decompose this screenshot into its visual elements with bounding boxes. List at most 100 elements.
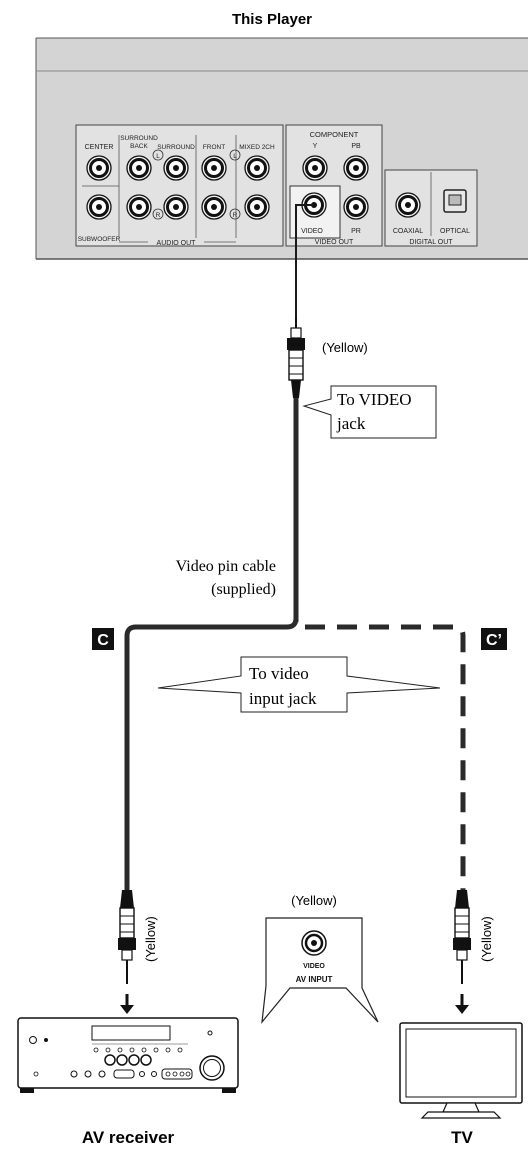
right-plug-icon-boot — [455, 890, 469, 908]
right-mark-1: R — [156, 212, 161, 219]
receiver-phones-jack — [33, 1071, 39, 1077]
receiver-foot-left — [20, 1088, 34, 1093]
receiver-small-button-7 — [165, 1047, 171, 1053]
receiver-strip-jack-3 — [179, 1071, 185, 1077]
left-plug-icon-collar — [118, 938, 136, 950]
subwoofer-jack-icon — [86, 194, 112, 220]
tv-screen — [405, 1028, 517, 1098]
right-plug-color-label: (Yellow) — [479, 916, 494, 962]
component-pr-jack-icon-pin — [353, 204, 359, 210]
tv-stand-neck — [442, 1102, 480, 1113]
receiver-lower-button-1 — [70, 1070, 78, 1078]
receiver-display — [91, 1025, 171, 1041]
callout-input-line2: input jack — [249, 689, 317, 708]
y-label: Y — [313, 143, 318, 150]
left-plug-icon-body — [119, 907, 135, 939]
mixed-2ch-label: MIXED 2CH — [239, 144, 275, 151]
receiver-small-button-3 — [117, 1047, 123, 1053]
audio-out-block — [75, 124, 284, 247]
surround-back-r-jack-icon-pin — [136, 204, 142, 210]
mixed-l-jack-icon — [244, 155, 270, 181]
component-pb-jack-icon — [343, 155, 369, 181]
receiver-buttons — [33, 1047, 193, 1080]
audio-out-label: AUDIO OUT — [157, 240, 197, 247]
component-pb-jack-icon-pin — [353, 165, 359, 171]
receiver-strip-jack-2 — [172, 1071, 178, 1077]
top-plug-body — [288, 349, 304, 381]
front-r-jack-icon — [201, 194, 227, 220]
receiver-small-button-5 — [141, 1047, 147, 1053]
optical-port-inner-icon — [448, 194, 462, 206]
badge-c-prime-box — [481, 628, 507, 650]
receiver-mini-button-1 — [139, 1071, 145, 1077]
surround-back-label-1: SURROUND — [120, 135, 158, 142]
component-pr-jack-icon — [343, 194, 369, 220]
right-mark-2-icon — [229, 208, 241, 220]
top-plug-collar — [287, 338, 305, 350]
right-plug-icon-collar — [453, 938, 471, 950]
receiver-select-button-3 — [128, 1054, 140, 1066]
callout-video-input: To video input jack — [157, 656, 441, 713]
callout-video-jack-box — [302, 385, 437, 439]
player-rear-panel: CENTER SURROUND BACK SURROUND FRONT MIXE… — [35, 37, 528, 260]
bottom-plugs — [118, 890, 471, 984]
surround-back-label-2: BACK — [130, 143, 148, 150]
coaxial-label: COAXIAL — [393, 228, 423, 235]
receiver-select-button-4 — [140, 1054, 152, 1066]
top-plug-boot — [291, 380, 301, 398]
receiver-select-button-2 — [116, 1054, 128, 1066]
surround-l-jack-icon-pin — [173, 165, 179, 171]
av-input-title: AV INPUT — [296, 975, 333, 984]
coaxial-jack-icon — [395, 192, 421, 218]
video-jack-label: VIDEO — [301, 228, 323, 235]
top-plug-color-label: (Yellow) — [322, 340, 368, 355]
right-mark-1-icon — [152, 208, 164, 220]
left-plug-icon-tip — [121, 949, 133, 961]
right-plug-icon — [453, 890, 471, 984]
pb-label: PB — [351, 143, 361, 150]
cable-label-line2: (supplied) — [211, 581, 276, 598]
component-y-jack-icon — [302, 155, 328, 181]
right-plug-icon-tip — [456, 949, 468, 961]
av-input-jack-center-icon — [311, 940, 317, 946]
av-input-callout: VIDEO AV INPUT — [261, 917, 379, 1024]
av-receiver-illustration — [17, 1017, 239, 1093]
callout-input-line1: To video — [249, 664, 309, 683]
receiver-indicator-icon — [44, 1038, 48, 1042]
left-plug-icon — [118, 890, 136, 984]
surround-r-jack-icon-pin — [173, 204, 179, 210]
callout-video-jack-line1: To VIDEO — [337, 390, 412, 409]
left-mark-1-icon — [152, 149, 164, 161]
pr-label: PR — [351, 228, 361, 235]
receiver-small-button-8 — [177, 1047, 183, 1053]
coaxial-jack-icon-pin — [405, 202, 411, 208]
left-plug-icon-boot — [120, 890, 134, 908]
front-r-jack-icon-pin — [211, 204, 217, 210]
left-mark-1: L — [156, 153, 160, 160]
front-l-jack-icon-pin — [211, 165, 217, 171]
right-plug-icon-body — [454, 907, 470, 939]
optical-label: OPTICAL — [440, 228, 470, 235]
cable-to-tv-dashed — [305, 624, 466, 890]
diagram-title: This Player — [232, 11, 312, 28]
video-out-label: VIDEO OUT — [315, 239, 354, 246]
callout-video-jack-line2: jack — [336, 414, 366, 433]
cable-top — [287, 204, 314, 622]
mixed-r-jack-icon — [244, 194, 270, 220]
receiver-mini-button-2 — [151, 1071, 157, 1077]
callout-video-input-box — [157, 656, 441, 713]
surround-back-r-jack-icon — [126, 194, 152, 220]
center-jack-icon — [86, 155, 112, 181]
receiver-small-button-2 — [105, 1047, 111, 1053]
down-arrow-right-icon — [455, 1005, 469, 1014]
receiver-small-button-6 — [153, 1047, 159, 1053]
receiver-pill-button — [113, 1069, 135, 1079]
badge-c-text: C — [97, 632, 109, 649]
surround-l-jack-icon — [163, 155, 189, 181]
av-input-color-label: (Yellow) — [291, 893, 337, 908]
receiver-power-button-icon — [29, 1036, 37, 1044]
cable-thin-segment — [295, 204, 314, 318]
left-mark-2: L — [233, 153, 237, 160]
callout-video-jack: To VIDEO jack — [302, 385, 437, 439]
